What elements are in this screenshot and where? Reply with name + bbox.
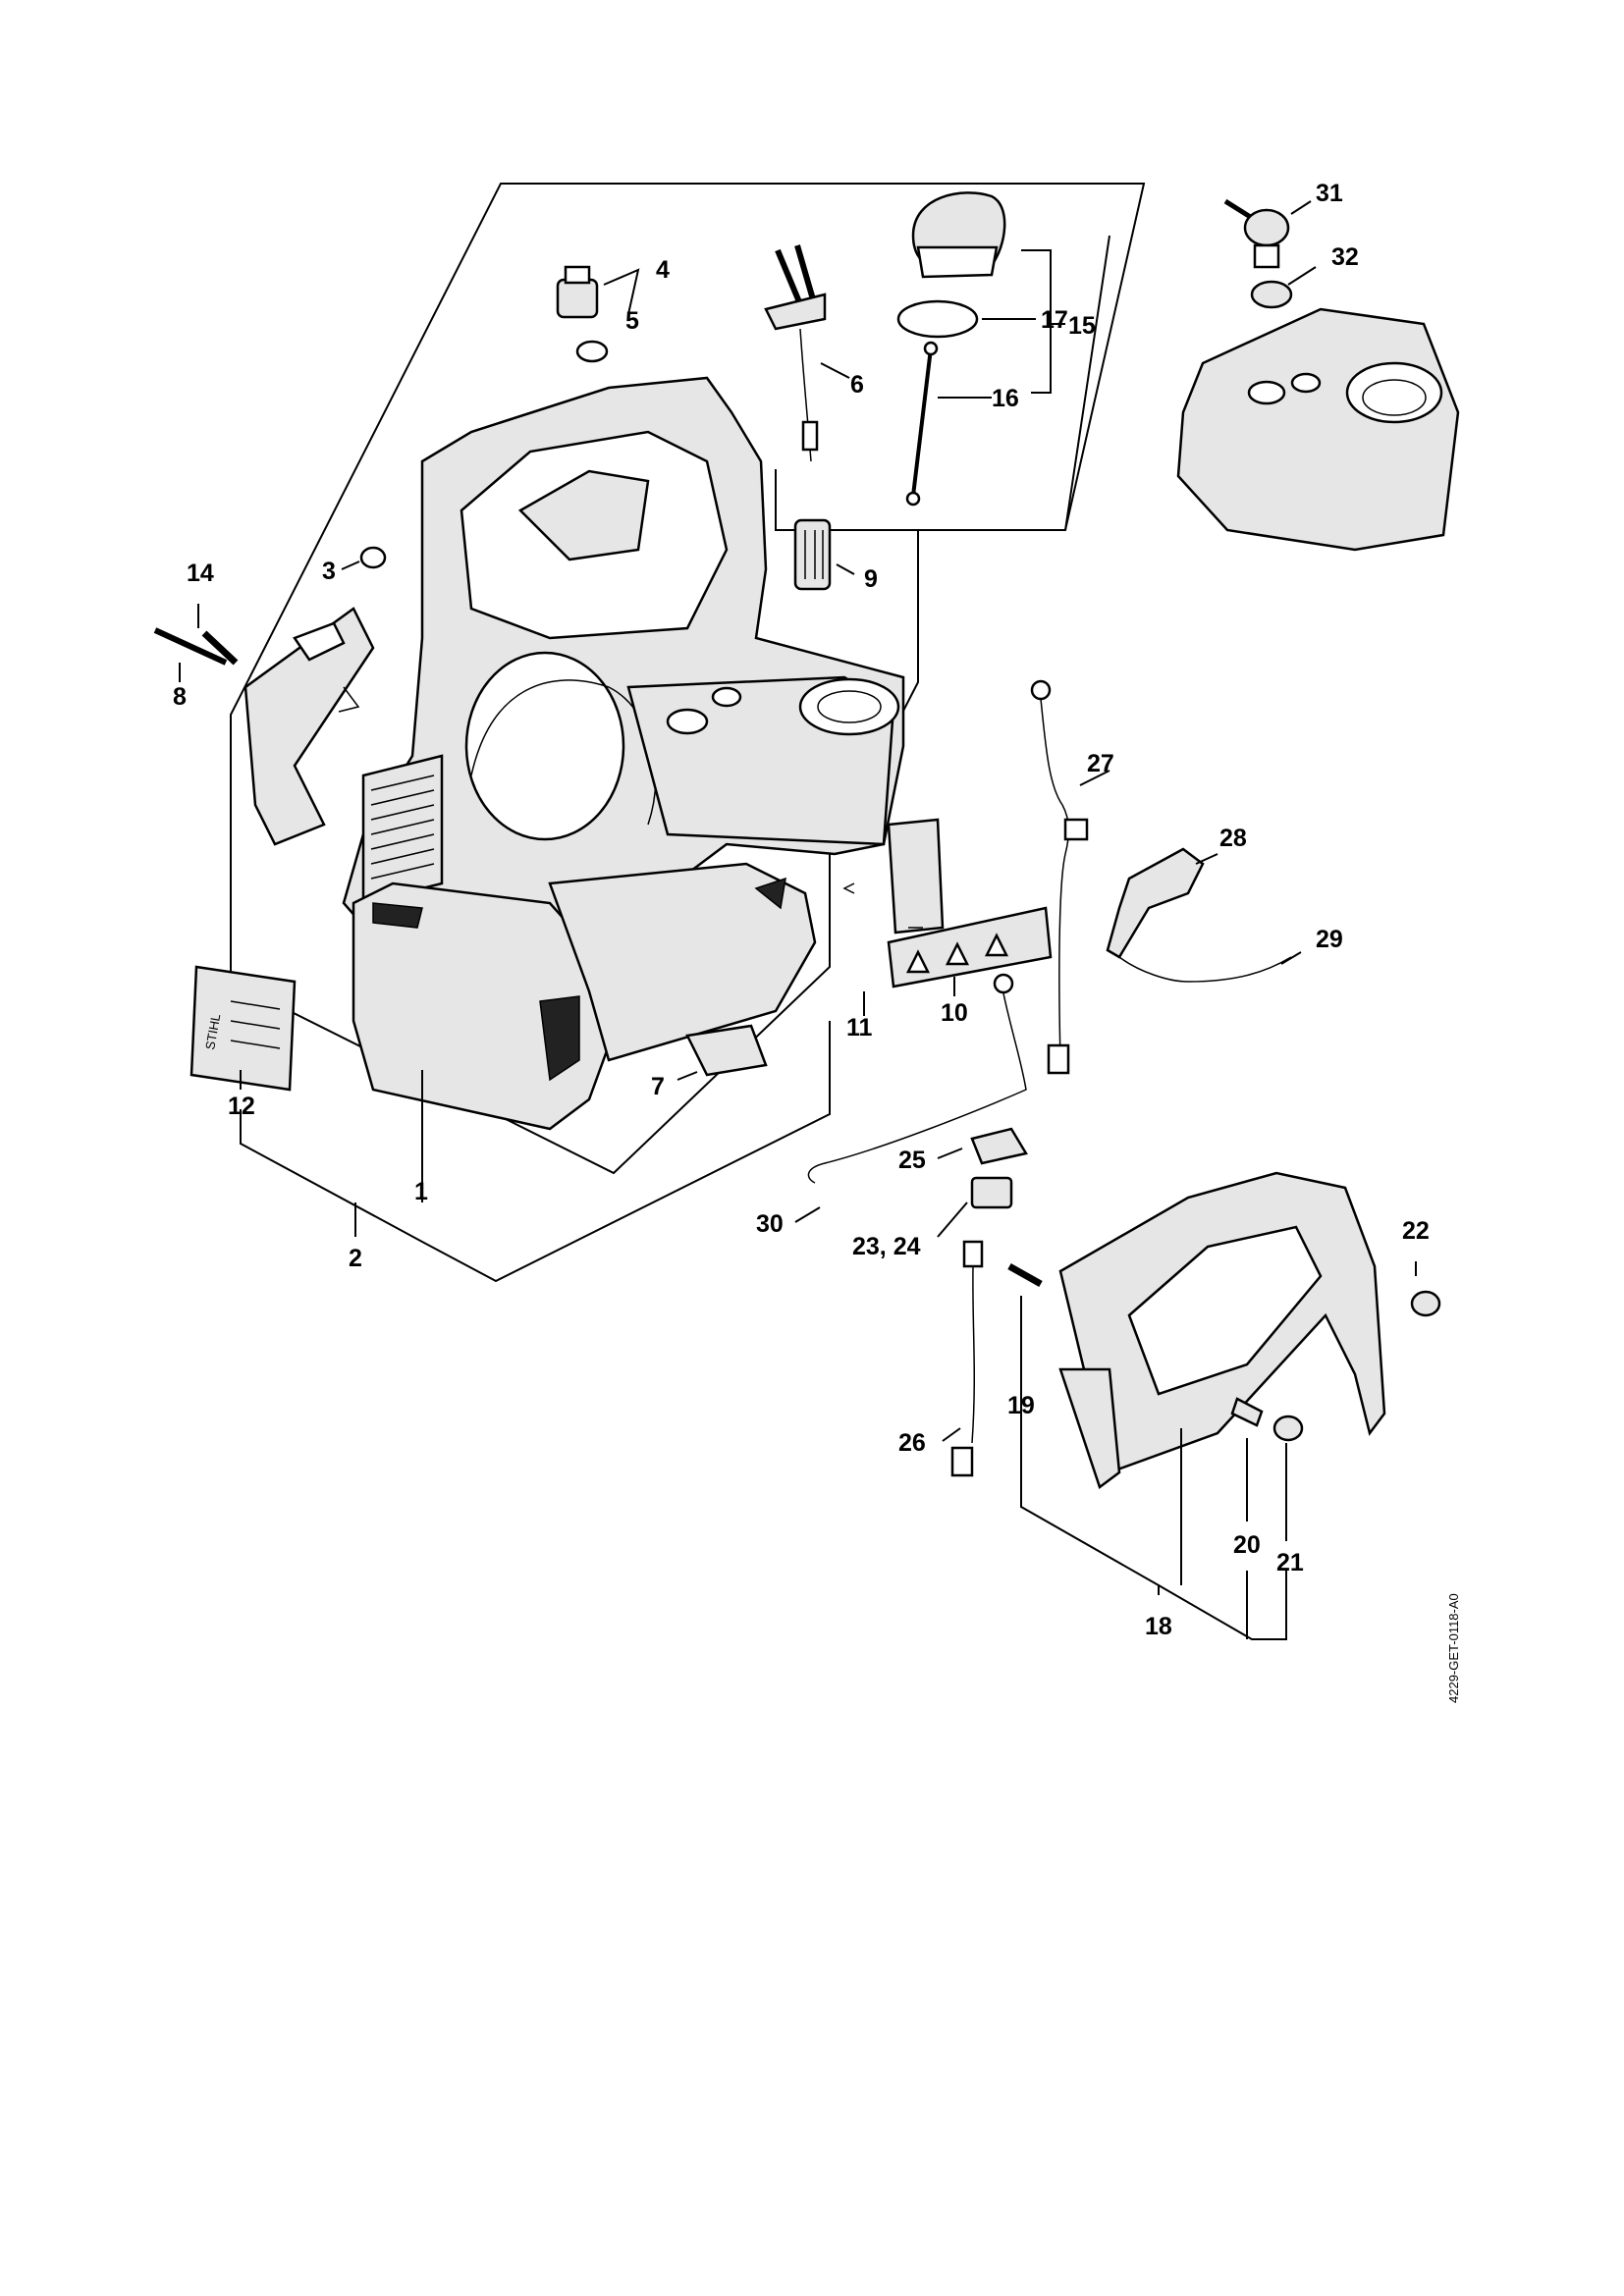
label-19: 19 bbox=[1007, 1392, 1035, 1419]
label-sticker-part-12: STIHL bbox=[189, 965, 297, 1092]
sticker-brand-text: STIHL bbox=[202, 1013, 223, 1051]
small-parts-20-22 bbox=[1180, 1261, 1441, 1585]
label-7: 7 bbox=[651, 1073, 665, 1100]
label-5: 5 bbox=[625, 307, 639, 335]
drawing-code: 4229-GET-0118-A0 bbox=[1446, 1593, 1461, 1703]
plug-part-3 bbox=[341, 546, 387, 570]
fuel-cap-group-box bbox=[775, 235, 1110, 531]
warning-stickers-part-10 bbox=[842, 818, 1053, 1016]
label-30: 30 bbox=[756, 1210, 784, 1238]
label-22: 22 bbox=[1402, 1217, 1430, 1245]
label-3: 3 bbox=[322, 558, 336, 585]
wire-part-30 bbox=[794, 973, 1027, 1223]
handle-part-18 bbox=[1058, 1171, 1386, 1490]
intake-grille bbox=[361, 754, 444, 905]
pad-part-7 bbox=[677, 1024, 768, 1081]
wire-part-26 bbox=[942, 1240, 984, 1477]
label-20: 20 bbox=[1233, 1531, 1261, 1559]
label-28: 28 bbox=[1219, 825, 1247, 852]
label-26: 26 bbox=[898, 1429, 926, 1457]
label-14: 14 bbox=[187, 560, 214, 587]
label-12: 12 bbox=[228, 1093, 255, 1120]
trigger-part-28 bbox=[1106, 847, 1302, 983]
switch-parts-23-25 bbox=[937, 1127, 1028, 1238]
part-labels: 1 2 3 4 5 6 7 8 9 10 11 12 14 15 16 17 1… bbox=[173, 180, 1430, 1640]
item-2-bracket bbox=[240, 1021, 831, 1283]
fuel-pickup-part-6 bbox=[764, 244, 850, 462]
label-27: 27 bbox=[1087, 750, 1114, 777]
label-17: 17 bbox=[1041, 306, 1068, 334]
screws-parts-14-8 bbox=[153, 604, 239, 682]
label-15: 15 bbox=[1068, 312, 1096, 340]
label-18: 18 bbox=[1145, 1613, 1172, 1640]
item-18-bracket bbox=[1020, 1374, 1287, 1640]
label-21: 21 bbox=[1276, 1549, 1304, 1576]
label-10: 10 bbox=[941, 999, 968, 1027]
label-4: 4 bbox=[656, 256, 670, 284]
label-2: 2 bbox=[349, 1245, 362, 1272]
label-29: 29 bbox=[1316, 926, 1343, 953]
screw-part-19 bbox=[1007, 1262, 1043, 1374]
label-23-24: 23, 24 bbox=[852, 1233, 921, 1260]
label-32: 32 bbox=[1331, 243, 1359, 271]
label-6: 6 bbox=[850, 371, 864, 399]
sensor-part-4 bbox=[556, 265, 640, 363]
label-1: 1 bbox=[414, 1178, 428, 1205]
fuel-filter-part-9 bbox=[793, 518, 855, 591]
label-8: 8 bbox=[173, 683, 187, 711]
wire-part-27 bbox=[1030, 679, 1110, 1075]
label-25: 25 bbox=[898, 1147, 926, 1174]
label-16: 16 bbox=[992, 385, 1019, 412]
label-31: 31 bbox=[1316, 180, 1343, 207]
fuel-cap-part-15 bbox=[896, 191, 1065, 507]
label-11: 11 bbox=[846, 1014, 873, 1041]
label-9: 9 bbox=[864, 565, 878, 593]
fuel-tank-assembly bbox=[1176, 198, 1460, 552]
blower-housing bbox=[244, 376, 905, 1131]
